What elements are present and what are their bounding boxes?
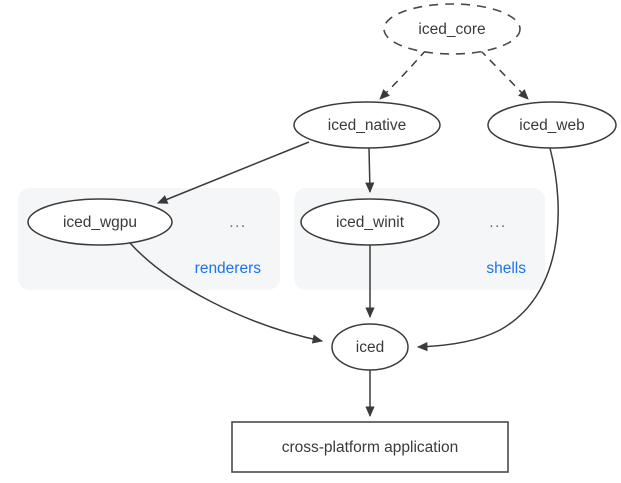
node-application[interactable]: cross-platform application bbox=[231, 421, 509, 473]
node-iced_wgpu-shape[interactable] bbox=[27, 198, 173, 246]
node-iced_web-shape[interactable] bbox=[487, 101, 617, 149]
node-iced_web-label: iced_web bbox=[519, 117, 585, 134]
node-iced_core-shape[interactable] bbox=[383, 3, 521, 55]
node-application-label: cross-platform application bbox=[282, 439, 459, 456]
node-iced_winit-shape[interactable] bbox=[300, 198, 440, 246]
edges-group bbox=[129, 49, 559, 418]
node-iced_web[interactable]: iced_web bbox=[487, 101, 617, 149]
node-iced_winit-label: iced_winit bbox=[336, 214, 405, 231]
edge-iced_web-iced bbox=[416, 147, 559, 352]
node-iced_native[interactable]: iced_native bbox=[293, 101, 441, 149]
node-iced_native-label: iced_native bbox=[328, 117, 406, 134]
cluster-shells-ellipsis: ... bbox=[489, 214, 506, 231]
node-application-shape[interactable] bbox=[231, 421, 509, 473]
node-iced[interactable]: iced bbox=[331, 323, 409, 371]
edge-iced_native-iced_wgpu bbox=[157, 141, 310, 204]
node-iced_core-label: iced_core bbox=[418, 21, 485, 38]
cluster-shells-label: shells bbox=[486, 260, 526, 277]
node-iced-shape[interactable] bbox=[331, 323, 409, 371]
edge-iced_core-iced_native bbox=[379, 49, 427, 100]
node-iced_wgpu-label: iced_wgpu bbox=[63, 214, 137, 231]
cluster-renderers-label: renderers bbox=[195, 260, 262, 277]
cluster-renderers-ellipsis: ... bbox=[229, 214, 246, 231]
edge-iced_core-iced_web bbox=[479, 49, 529, 100]
node-iced_native-shape[interactable] bbox=[293, 101, 441, 149]
node-iced_winit[interactable]: iced_winit bbox=[300, 198, 440, 246]
edge-iced_wgpu-iced bbox=[129, 242, 324, 344]
node-iced_wgpu[interactable]: iced_wgpu bbox=[27, 198, 173, 246]
node-iced_core[interactable]: iced_core bbox=[383, 3, 521, 55]
edge-iced_native-iced_winit bbox=[365, 147, 375, 194]
node-iced-label: iced bbox=[356, 339, 384, 356]
